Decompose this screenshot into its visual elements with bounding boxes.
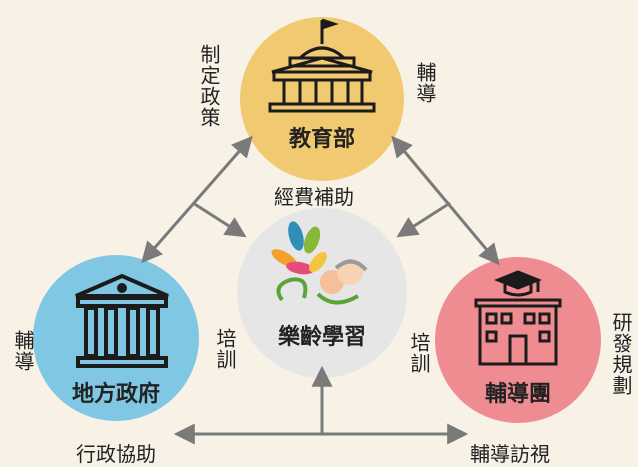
government-building-icon bbox=[268, 18, 376, 113]
research-plan-label: 研發規劃 bbox=[609, 312, 633, 396]
university-building-icon bbox=[474, 270, 562, 366]
admin-assist-label: 行政協助 bbox=[76, 442, 156, 466]
advisory-train-label: 培訓 bbox=[407, 332, 431, 374]
ministry-label: 教育部 bbox=[288, 127, 355, 152]
advisory-label: 輔導團 bbox=[484, 382, 551, 407]
center-node-circle bbox=[237, 208, 407, 378]
senior-learning-logo-icon bbox=[271, 221, 368, 305]
ministry-node-circle bbox=[240, 17, 404, 181]
policy-label: 制定政策 bbox=[197, 44, 221, 128]
visit-label: 輔導訪視 bbox=[470, 442, 550, 466]
classical-building-icon bbox=[75, 273, 169, 368]
funding-label: 經費補助 bbox=[274, 185, 354, 209]
arrow-ministry-branch-center bbox=[192, 201, 247, 238]
local-guide-label: 輔導 bbox=[11, 330, 35, 372]
arrow-ministry-local bbox=[141, 135, 253, 264]
arrows bbox=[141, 135, 500, 445]
arrow-ministry-advisory bbox=[391, 135, 500, 266]
local-train-label: 培訓 bbox=[213, 328, 237, 370]
arrow-ministry-branch-center-right bbox=[396, 201, 451, 238]
ministry-guide-label: 輔導 bbox=[413, 62, 437, 104]
center-label: 樂齡學習 bbox=[277, 325, 366, 350]
local-gov-label: 地方政府 bbox=[71, 382, 160, 407]
